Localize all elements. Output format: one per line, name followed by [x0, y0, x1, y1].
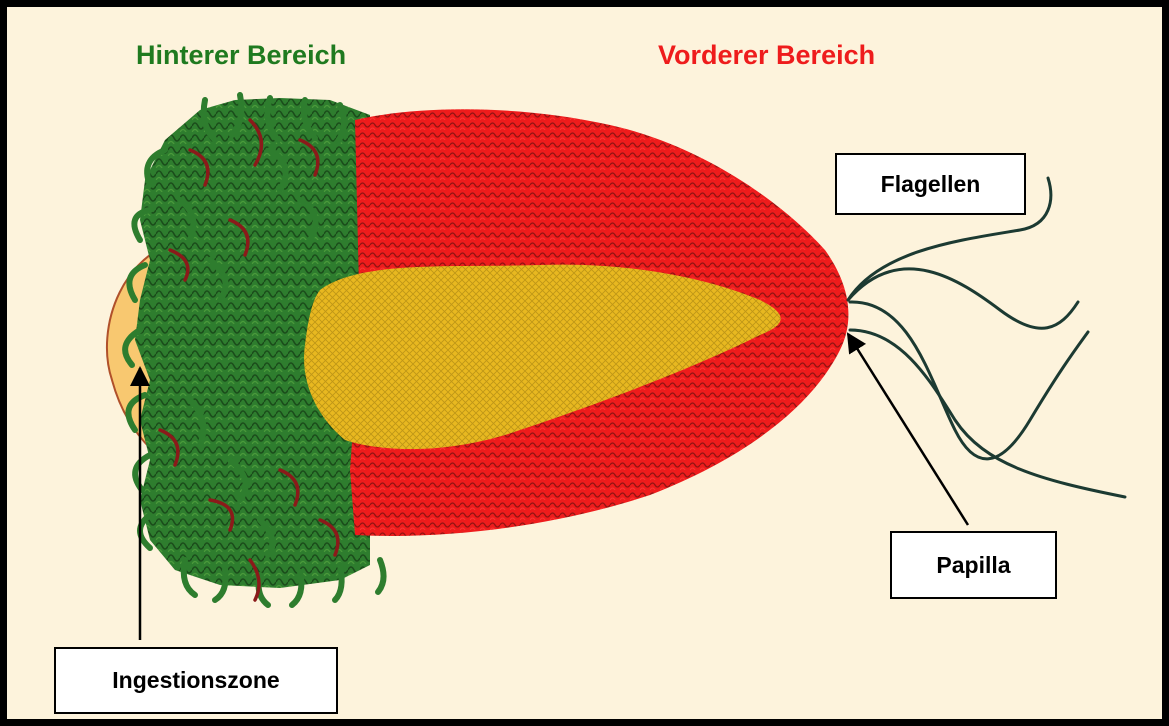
flagellen-label: Flagellen	[881, 171, 981, 198]
flagella	[848, 178, 1125, 497]
papilla-label: Papilla	[936, 552, 1010, 579]
ingestionszone-label-box: Ingestionszone	[54, 647, 338, 714]
papilla-arrow	[848, 334, 968, 525]
posterior-heading: Hinterer Bereich	[136, 40, 346, 71]
anterior-heading: Vorderer Bereich	[658, 40, 875, 71]
flagellen-label-box: Flagellen	[835, 153, 1026, 215]
papilla-label-box: Papilla	[890, 531, 1057, 599]
ingestionszone-label: Ingestionszone	[112, 667, 279, 694]
